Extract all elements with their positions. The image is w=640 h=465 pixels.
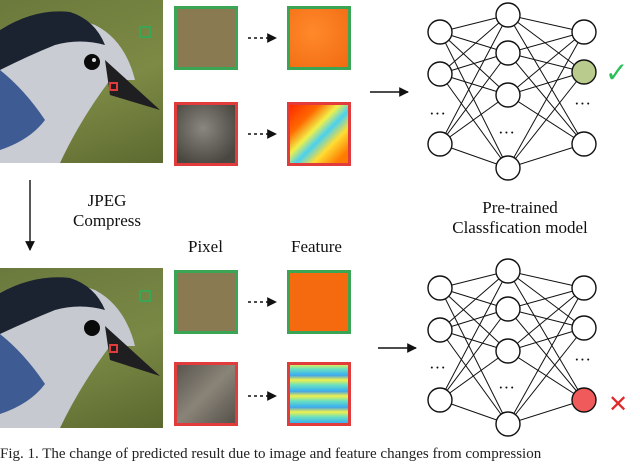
network-edge — [439, 270, 509, 331]
network-node — [495, 82, 521, 108]
pixel-label: Pixel — [188, 237, 223, 256]
network-edge — [507, 287, 585, 352]
original-bird-image — [0, 0, 163, 163]
network-edge — [507, 31, 585, 169]
network-edge — [439, 350, 509, 401]
red-selection-box — [109, 344, 118, 353]
network-edge — [507, 31, 585, 54]
network-edge — [507, 308, 585, 401]
network-node — [571, 275, 597, 301]
ellipsis-top-col3: ··· — [574, 94, 591, 113]
green-selection-box — [139, 290, 151, 302]
network-node — [495, 2, 521, 28]
pixel-patch-eye-compressed — [174, 362, 238, 426]
network-edge — [439, 14, 509, 145]
feature-patch-background-compressed — [287, 270, 351, 334]
network-node — [571, 19, 597, 45]
network-node — [427, 131, 453, 157]
network-edge — [507, 14, 585, 73]
network-edge — [507, 143, 585, 169]
network-edge — [507, 308, 585, 329]
check-mark: ✓ — [605, 56, 629, 89]
compressed-bird-image — [0, 268, 163, 428]
network-edge — [507, 52, 585, 145]
red-selection-box — [109, 82, 118, 91]
cross-mark: ✕ — [608, 390, 629, 418]
network-edge — [439, 329, 509, 425]
model-label: Pre-trained Classfication model — [452, 198, 588, 237]
network-edge — [439, 308, 509, 401]
arrows — [25, 33, 417, 401]
feature-patch-eye-compressed — [287, 362, 351, 426]
network-node — [427, 317, 453, 343]
network-edge — [507, 327, 585, 352]
network-edge — [439, 94, 509, 145]
pixel-patch-background-compressed — [174, 270, 238, 334]
network-node — [495, 338, 521, 364]
predicted-output-node — [571, 59, 597, 85]
network-edge — [507, 270, 585, 401]
network-node — [495, 258, 521, 284]
ellipsis-bottom-col1: ··· — [429, 358, 446, 377]
network-node — [495, 155, 521, 181]
network-edge — [507, 14, 585, 33]
feature-patch-eye — [287, 102, 351, 166]
network-node — [571, 131, 597, 157]
ellipsis-bottom-col3: ··· — [574, 350, 591, 369]
jpeg-label: JPEG Compress — [73, 191, 141, 230]
pixel-patch-eye — [174, 102, 238, 166]
ellipsis-top-col1: ··· — [429, 104, 446, 123]
network-node — [427, 19, 453, 45]
predicted-output-node — [571, 387, 597, 413]
network-edge — [507, 287, 585, 310]
network-top — [427, 2, 597, 181]
network-edge — [507, 31, 585, 96]
network-edge — [507, 14, 585, 145]
feature-patch-background — [287, 6, 351, 70]
network-edge — [507, 399, 585, 425]
network-node — [495, 411, 521, 437]
network-edge — [507, 270, 585, 329]
network-node — [495, 40, 521, 66]
network-edge — [439, 14, 509, 75]
network-edge — [507, 270, 585, 289]
network-edge — [439, 270, 509, 401]
network-edge — [439, 31, 509, 169]
ellipsis-bottom-col2: ··· — [498, 378, 515, 397]
network-edge — [507, 71, 585, 169]
network-edge — [507, 52, 585, 73]
network-edge — [507, 327, 585, 425]
network-bottom — [427, 258, 597, 437]
network-edge — [439, 287, 509, 425]
network-node — [571, 315, 597, 341]
feature-label: Feature — [291, 237, 342, 256]
network-node — [427, 387, 453, 413]
network-node — [427, 61, 453, 87]
figure-caption: Fig. 1. The change of predicted result d… — [0, 446, 542, 462]
green-selection-box — [139, 26, 151, 38]
network-edge — [439, 52, 509, 145]
network-edge — [439, 73, 509, 169]
network-node — [427, 275, 453, 301]
ellipsis-top-col2: ··· — [498, 123, 515, 142]
network-node — [495, 296, 521, 322]
pixel-patch-background — [174, 6, 238, 70]
network-edge — [507, 71, 585, 96]
network-edge — [507, 287, 585, 425]
